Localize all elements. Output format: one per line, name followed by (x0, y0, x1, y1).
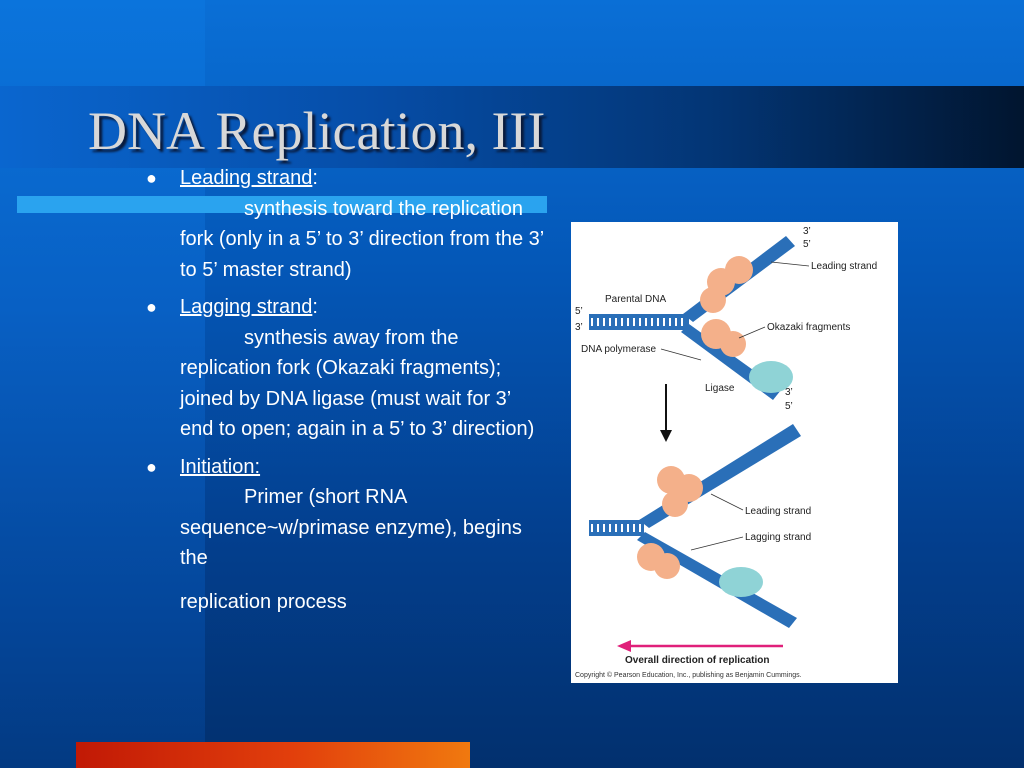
label-overall-direction: Overall direction of replication (625, 655, 769, 666)
end-label: 3’ (803, 226, 811, 237)
title-band (0, 86, 1024, 168)
bullet-text: Primer (short RNA sequence~w/primase enz… (180, 486, 522, 569)
bullet-heading: Initiation: (180, 455, 261, 478)
bullet-text-continued: replication process (180, 590, 347, 613)
arrow-down-icon (660, 430, 672, 442)
bullet-heading-suffix: : (312, 167, 318, 189)
bullet-text: synthesis away from the replication fork… (180, 326, 535, 441)
bullet-text: synthesis toward the replication fork (o… (180, 197, 544, 281)
top-fork: 3’ 5’ 5’ 3’ 3’ 5’ Parental DNA DNA polym… (575, 226, 877, 412)
bullet-heading-suffix: : (312, 296, 318, 318)
label-lagging-strand: Lagging strand (745, 532, 811, 543)
ligase-shape (749, 361, 793, 393)
leader-line (770, 261, 810, 267)
bullet-icon: ● (146, 456, 157, 477)
enzyme-shape (654, 553, 680, 579)
label-leading-strand-bottom: Leading strand (745, 506, 811, 517)
bullet-lagging-strand: ● Lagging strand: synthesis away from th… (143, 292, 548, 445)
label-ligase: Ligase (705, 383, 735, 394)
bullet-icon: ● (146, 168, 157, 188)
end-label: 5’ (785, 401, 793, 412)
decorative-red-bar (76, 742, 470, 768)
end-label: 5’ (803, 239, 811, 250)
leader-line (738, 326, 766, 339)
slide-title: DNA Replication, III (88, 101, 546, 161)
base-pairs (591, 524, 642, 532)
leader-line (660, 348, 702, 361)
label-leading-strand-top: Leading strand (811, 261, 877, 272)
enzyme-shape (700, 287, 726, 313)
leader-line (690, 536, 744, 551)
end-label: 3’ (575, 322, 583, 333)
copyright-text: Copyright © Pearson Education, Inc., pub… (575, 671, 802, 679)
bullet-leading-strand: ● Leading strand: synthesis toward the r… (143, 163, 548, 285)
ligase-shape (719, 567, 763, 597)
bullet-icon: ● (146, 297, 157, 317)
end-label: 5’ (575, 306, 583, 317)
bullet-heading: Lagging strand (180, 296, 313, 318)
replication-diagram: 3’ 5’ 5’ 3’ 3’ 5’ Parental DNA DNA polym… (575, 226, 877, 679)
accent-bar (17, 196, 547, 213)
arrow-left-icon (617, 640, 631, 652)
enzyme-shape (725, 256, 753, 284)
label-dna-polymerase: DNA polymerase (581, 344, 656, 355)
bullet-heading: Leading strand (180, 167, 313, 189)
enzyme-shape (720, 331, 746, 357)
bullet-list: ● Leading strand: synthesis toward the r… (143, 163, 548, 624)
dna-replication-figure: 3’ 5’ 5’ 3’ 3’ 5’ Parental DNA DNA polym… (571, 222, 898, 683)
enzyme-shape (662, 491, 688, 517)
leader-line (710, 493, 744, 511)
base-pairs (591, 318, 687, 326)
bottom-fork: Leading strand Lagging strand (589, 424, 811, 628)
end-label: 3’ (785, 387, 793, 398)
label-parental-dna: Parental DNA (605, 294, 666, 305)
lower-strand (637, 532, 797, 628)
bullet-initiation: ● Initiation: Primer (short RNA sequence… (143, 452, 548, 618)
label-okazaki-fragments: Okazaki fragments (767, 322, 850, 333)
